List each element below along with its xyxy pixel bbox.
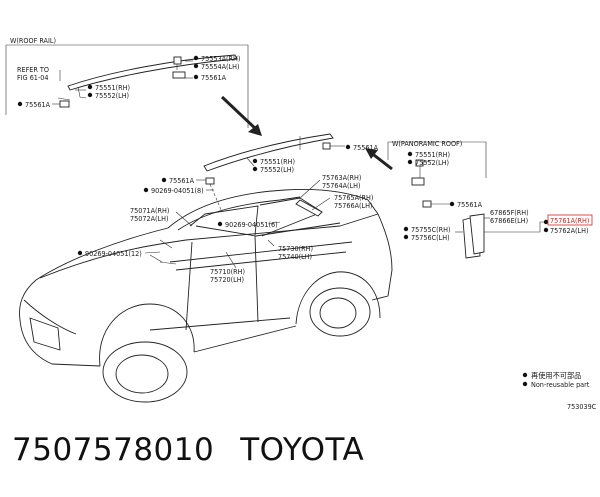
dot-75761a: [543, 219, 549, 225]
label-75561a-pan: 75561A: [457, 200, 483, 209]
dot-75561a-mid: [161, 177, 167, 183]
part-number: 7507578010: [12, 432, 215, 468]
label-75561a-roof: 75561A: [353, 143, 379, 152]
dot-75551-pan: [407, 151, 413, 157]
label-75762a: 75762A(LH): [550, 226, 589, 235]
footer: 7507578010 TOYOTA: [12, 432, 390, 468]
dot-75554a: [193, 63, 199, 69]
label-75561a-left: 75561A: [25, 100, 51, 109]
dot-90269-6: [217, 221, 223, 227]
roof-rail-part: [67, 54, 238, 91]
label-75561a-top: 75561A: [201, 73, 227, 82]
refer-fig-text: FIG 61-04: [17, 73, 48, 82]
dot-75561a-pan: [449, 201, 455, 207]
clip-75561a-left: [59, 100, 70, 108]
label-75552-pan: 75552(LH): [415, 158, 449, 167]
label-75763a: 75763A(RH): [322, 173, 361, 182]
part-75761a: [469, 213, 485, 255]
label-75551-main: 75551(RH): [260, 157, 295, 166]
dot-75561a-left: [17, 101, 23, 107]
brand-name: TOYOTA: [240, 432, 365, 468]
dot-75755c: [403, 226, 409, 232]
refer-to-text: REFER TO: [17, 65, 49, 74]
label-67866e: 67866E(LH): [490, 216, 528, 225]
label-75756c: 75756C(LH): [411, 233, 450, 242]
label-75552-rr: 75552(LH): [95, 91, 129, 100]
clip-75551-pan: [415, 159, 424, 167]
dot-75552-main: [252, 166, 258, 172]
dot-75561a-roof: [345, 144, 351, 150]
clip-75561a-pan-top: [411, 177, 425, 186]
label-75761a: 75761A(RH): [550, 216, 589, 225]
dot-75552-rr: [87, 92, 93, 98]
legend-dot-1: [522, 372, 528, 378]
dot-75551-rr: [87, 84, 93, 90]
highlight-box-75761a: [547, 214, 593, 226]
dot-75552-pan: [407, 159, 413, 165]
main-roof-strip: [203, 133, 334, 172]
label-75764a: 75764A(LH): [322, 181, 361, 190]
legend-dot-2: [522, 381, 528, 387]
dot-75561a-top: [193, 74, 199, 80]
roof-rail-box-title: W(ROOF RAIL): [10, 36, 56, 45]
label-75765a: 75765A(RH): [334, 193, 373, 202]
label-75554a: 75554A(LH): [201, 62, 240, 71]
label-75552-main: 75552(LH): [260, 165, 294, 174]
label-90269-12: 90269-04051(12): [85, 249, 142, 258]
legend-line-2: Non-reusable part: [531, 380, 590, 389]
label-90269-6: 90269-04051(6): [225, 220, 278, 229]
label-75553a: 75553A(RH): [201, 54, 240, 63]
label-75551-pan: 75551(RH): [415, 150, 450, 159]
diagram-code: 753039C: [567, 402, 597, 411]
dot-75551-main: [252, 158, 258, 164]
label-67865f: 67865F(RH): [490, 208, 529, 217]
label-75072a: 75072A(LH): [130, 214, 169, 223]
dot-75762a: [543, 227, 549, 233]
clip-75561a-mid: [205, 177, 215, 185]
roof-rail-inset: W(ROOF RAIL) REFER TO FIG 61-04 75553A(R…: [5, 36, 249, 128]
label-75720: 75720(LH): [210, 275, 244, 284]
label-75561a-mid: 75561A: [169, 176, 195, 185]
panoramic-roof-inset: W(PANORAMIC ROOF) 75551(RH) 75552(LH) 75…: [387, 139, 487, 209]
label-90269-8: 90269-04051(8): [151, 186, 204, 195]
clip-75561a-pan: [422, 200, 432, 208]
legend-line-1: 再使用不可部品: [531, 371, 581, 380]
label-75551-rr: 75551(RH): [95, 83, 130, 92]
dot-90269-8: [143, 187, 149, 193]
label-75755c: 75755C(RH): [411, 225, 451, 234]
label-75766a: 75766A(LH): [334, 201, 373, 210]
panoramic-box-title: W(PANORAMIC ROOF): [392, 139, 462, 148]
label-75071a: 75071A(RH): [130, 206, 169, 215]
clip-75561a-top: [172, 71, 186, 79]
label-75730: 75730(RH): [278, 244, 313, 253]
dot-75756c: [403, 234, 409, 240]
dot-90269-12: [77, 250, 83, 256]
clip-75561a-roof: [322, 142, 331, 150]
clip-75553a: [173, 56, 182, 65]
vehicle-outline: [19, 189, 393, 403]
label-75740: 75740(LH): [278, 252, 312, 261]
label-75710: 75710(RH): [210, 267, 245, 276]
dot-75553a: [193, 55, 199, 61]
